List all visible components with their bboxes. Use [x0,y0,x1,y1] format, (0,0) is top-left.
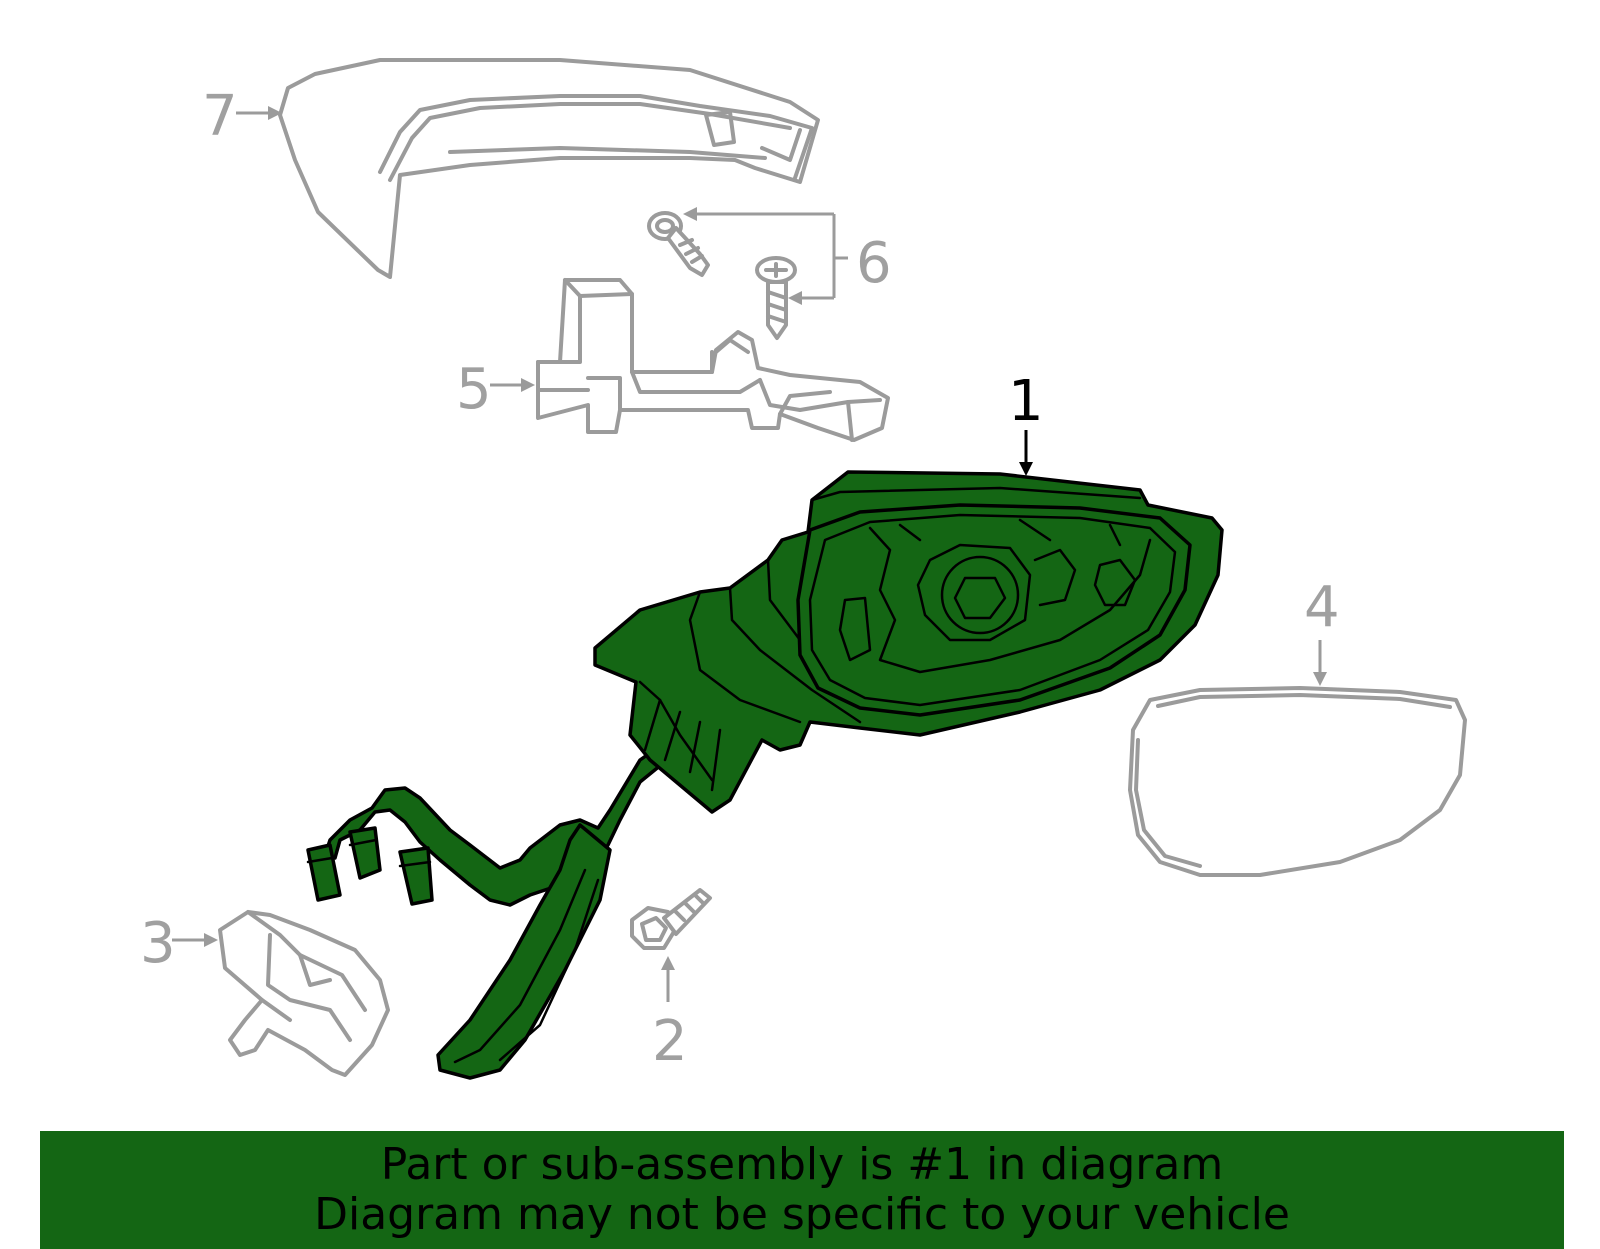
part-1-mirror-assembly[interactable] [306,470,1224,1080]
callout-1-arrow [1019,430,1033,476]
footer-line-1: Part or sub-assembly is #1 in diagram [380,1139,1224,1190]
callout-5: 5 [456,357,492,422]
callout-6-bracket [683,207,848,305]
callout-6: 6 [856,231,892,296]
connector-2 [348,826,382,880]
callout-2-arrow [661,956,675,1002]
callout-7: 7 [202,84,238,149]
callout-7-arrow [236,106,282,120]
callout-5-arrow [490,378,535,392]
wire-harness [323,744,674,907]
mirror-head [796,503,1192,717]
part-7-mirror-cover[interactable] [278,58,820,279]
footer-banner: Part or sub-assembly is #1 in diagram Di… [40,1131,1564,1249]
part-5-bracket[interactable] [536,278,890,442]
callout-3-arrow [172,933,218,947]
mount-foot [436,823,612,1080]
part-6-screws[interactable] [647,211,797,340]
connector-3 [398,846,434,906]
callout-4: 4 [1304,575,1340,640]
callout-4-arrow [1313,640,1327,686]
screw-lower-right [755,256,797,340]
callout-3: 3 [140,911,176,976]
part-2-bolt[interactable] [630,888,712,950]
callout-1: 1 [1008,369,1044,434]
footer-line-2: Diagram may not be specific to your vehi… [314,1189,1290,1240]
screw-upper-left [647,211,710,277]
callout-2: 2 [652,1009,688,1074]
part-4-mirror-glass[interactable] [1128,686,1467,877]
part-3-clip[interactable] [218,910,390,1077]
